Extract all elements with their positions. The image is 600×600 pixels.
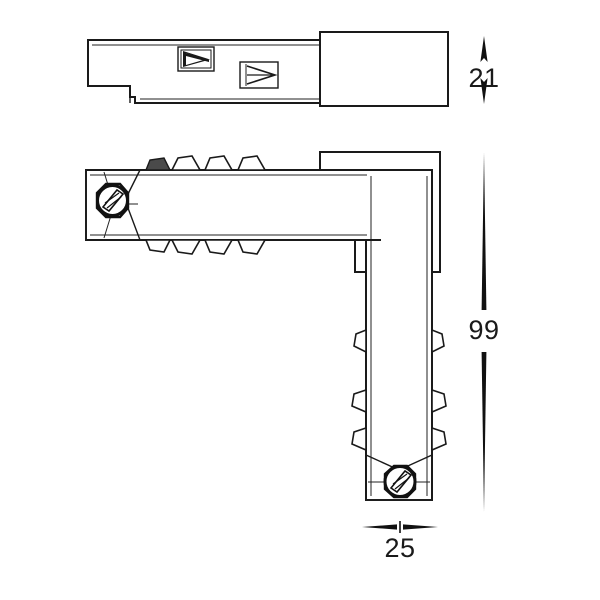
barb-vright-3 xyxy=(431,426,447,452)
dimension-99-label: 99 xyxy=(468,315,499,345)
barb-vright-2 xyxy=(431,388,447,414)
barb-top-2 xyxy=(170,155,202,171)
spring-barbs-horizontal-top xyxy=(144,155,267,171)
dim-99-arrow-up xyxy=(481,152,487,310)
spring-barbs-horizontal-bottom xyxy=(144,239,267,255)
spring-barbs-vertical-right xyxy=(431,328,447,452)
hex-screw-left xyxy=(95,182,130,219)
barb-top-4 xyxy=(236,155,267,171)
dim-21-arrow-down xyxy=(480,78,488,104)
dimension-99-group: 99 xyxy=(468,152,499,512)
barb-bottom-1 xyxy=(144,239,172,253)
barb-bottom-3 xyxy=(203,239,234,255)
barb-top-3 xyxy=(203,155,234,171)
dim-25-arrow-left xyxy=(362,524,397,530)
dim-21-arrow-up xyxy=(480,36,488,62)
dimension-21-label: 21 xyxy=(468,63,499,93)
barb-vleft-1 xyxy=(353,328,367,354)
end-block xyxy=(319,31,449,107)
corner-overlap-mask xyxy=(367,171,431,239)
horizontal-arm-outline xyxy=(85,169,381,241)
barb-vleft-2 xyxy=(351,388,367,414)
dimension-25-label: 25 xyxy=(384,533,415,563)
spring-barbs-vertical-left xyxy=(351,328,367,452)
barb-vright-1 xyxy=(431,328,445,354)
barb-bottom-2 xyxy=(170,239,202,255)
plan-view-group xyxy=(85,151,447,501)
dimension-25-group: 25 xyxy=(362,521,438,563)
dim-25-arrow-right xyxy=(403,524,438,530)
barb-bottom-4 xyxy=(236,239,267,255)
contact-symbol-2 xyxy=(239,61,279,89)
side-view-group xyxy=(87,31,449,107)
barb-top-1 xyxy=(144,157,172,171)
dim-99-arrow-down xyxy=(481,352,487,512)
hex-screw-bottom xyxy=(383,464,417,499)
contact-symbol-1 xyxy=(177,46,215,72)
barb-vleft-3 xyxy=(351,426,367,452)
dimension-21-group: 21 xyxy=(468,36,499,104)
